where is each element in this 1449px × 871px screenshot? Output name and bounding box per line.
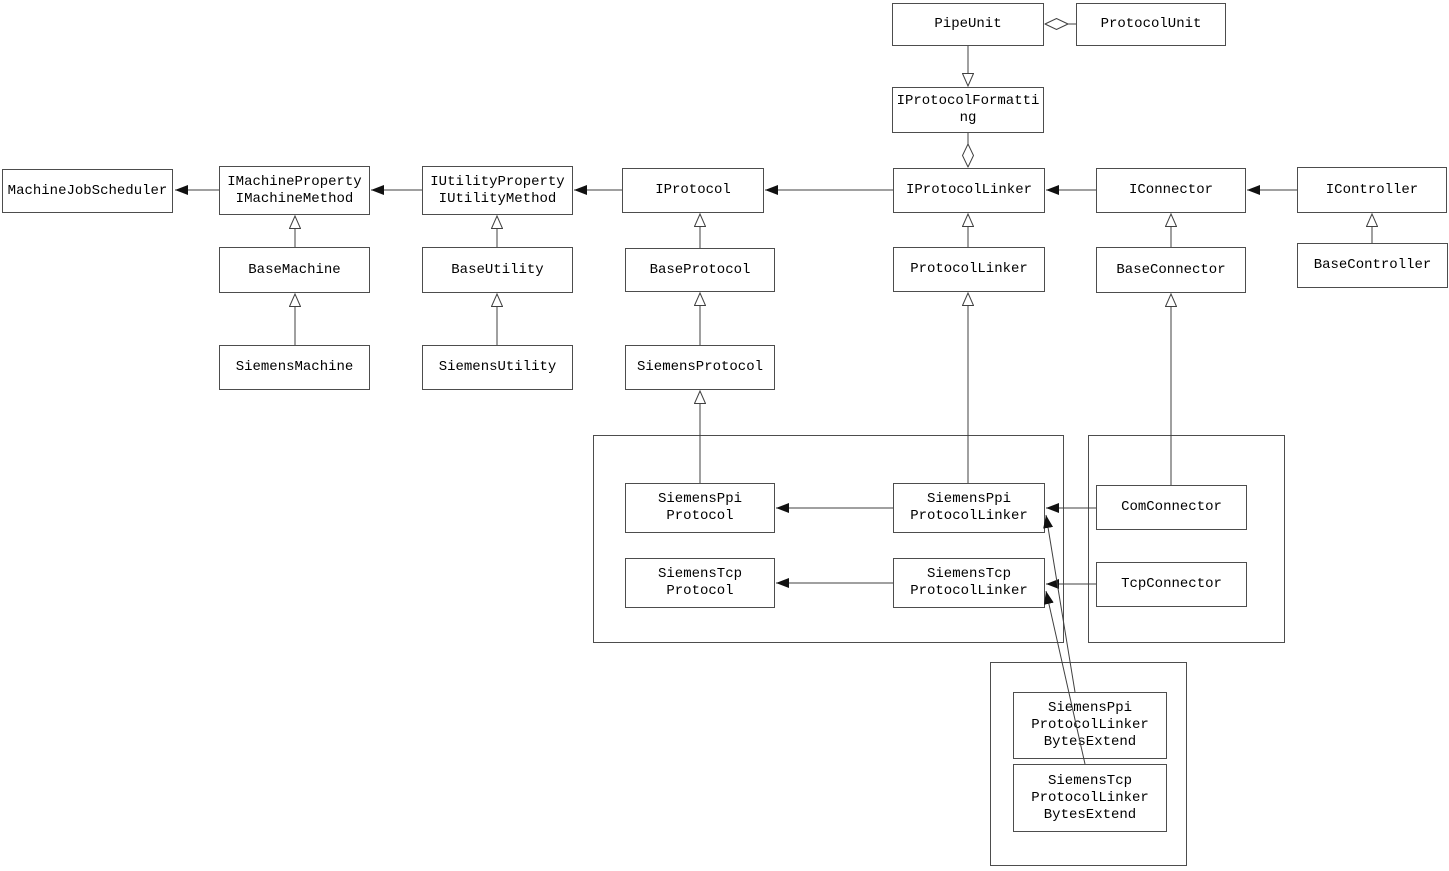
- node-iprotocol-linker: IProtocolLinker: [893, 168, 1045, 213]
- node-siemens-ppi-protocol: SiemensPpi Protocol: [625, 483, 775, 533]
- node-siemens-tcp-protocol-linker-bytes-extend: SiemensTcp ProtocolLinker BytesExtend: [1013, 764, 1167, 832]
- node-siemens-ppi-protocol-linker-bytes-extend: SiemensPpi ProtocolLinker BytesExtend: [1013, 692, 1167, 759]
- group-siemens-protocol-linkers: [593, 435, 1064, 643]
- node-protocol-linker: ProtocolLinker: [893, 247, 1045, 292]
- node-iutility-property-method: IUtilityProperty IUtilityMethod: [422, 166, 573, 215]
- node-iprotocol: IProtocol: [622, 168, 764, 213]
- node-base-connector: BaseConnector: [1096, 247, 1246, 293]
- node-siemens-utility: SiemensUtility: [422, 345, 573, 390]
- node-icontroller: IController: [1297, 167, 1447, 213]
- node-siemens-tcp-protocol-linker: SiemensTcp ProtocolLinker: [893, 558, 1045, 608]
- node-iprotocol-formatting: IProtocolFormatti ng: [892, 87, 1044, 133]
- group-bytes-extend: [990, 662, 1187, 866]
- node-machine-job-scheduler: MachineJobScheduler: [2, 169, 173, 213]
- node-tcp-connector: TcpConnector: [1096, 562, 1247, 607]
- node-base-utility: BaseUtility: [422, 247, 573, 293]
- group-connectors: [1088, 435, 1285, 643]
- node-iconnector: IConnector: [1096, 168, 1246, 213]
- node-pipe-unit: PipeUnit: [892, 3, 1044, 46]
- node-siemens-ppi-protocol-linker: SiemensPpi ProtocolLinker: [893, 483, 1045, 533]
- node-base-machine: BaseMachine: [219, 247, 370, 293]
- node-siemens-protocol: SiemensProtocol: [625, 345, 775, 390]
- node-base-controller: BaseController: [1297, 243, 1448, 288]
- node-com-connector: ComConnector: [1096, 485, 1247, 530]
- node-siemens-machine: SiemensMachine: [219, 345, 370, 390]
- node-siemens-tcp-protocol: SiemensTcp Protocol: [625, 558, 775, 608]
- node-imachine-property-method: IMachineProperty IMachineMethod: [219, 166, 370, 215]
- node-base-protocol: BaseProtocol: [625, 248, 775, 292]
- node-protocol-unit: ProtocolUnit: [1076, 3, 1226, 46]
